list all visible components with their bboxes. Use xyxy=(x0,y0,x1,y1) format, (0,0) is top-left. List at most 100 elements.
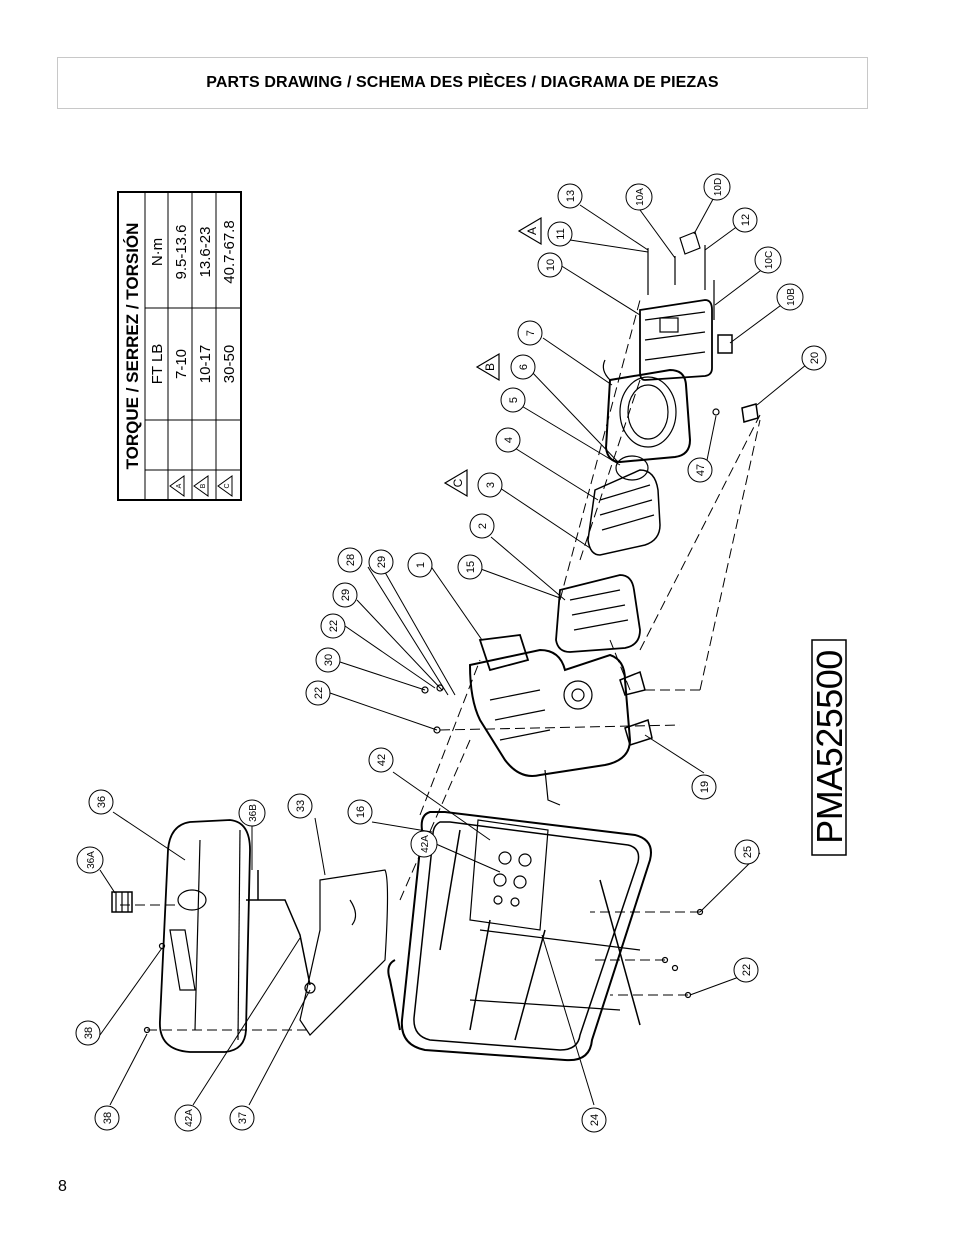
callout-33: 33 xyxy=(287,793,313,819)
callout-30: 30 xyxy=(315,647,341,673)
callout-2: 2 xyxy=(469,513,495,539)
callout-5: 5 xyxy=(500,387,526,413)
svg-text:10D: 10D xyxy=(713,178,724,196)
svg-text:A: A xyxy=(525,227,539,235)
torque-table: TORQUE / SERREZ / TORSIÓN N·m FT LB 9.5-… xyxy=(117,191,242,501)
callout-19: 19 xyxy=(691,774,717,800)
end-cover-illustration xyxy=(639,299,713,381)
svg-text:33: 33 xyxy=(295,800,307,812)
warning-triangle-icon: A xyxy=(517,216,542,246)
callout-10a: 10A xyxy=(625,183,653,211)
svg-text:29: 29 xyxy=(376,556,388,568)
svg-text:42A: 42A xyxy=(184,1109,195,1127)
svg-text:42A: 42A xyxy=(420,835,431,853)
svg-text:19: 19 xyxy=(699,781,711,793)
svg-text:47: 47 xyxy=(695,464,707,476)
callout-22-a: 22 xyxy=(305,680,331,706)
callout-16: 16 xyxy=(347,799,373,825)
callout-15: 15 xyxy=(457,554,483,580)
svg-text:12: 12 xyxy=(740,214,752,226)
rear-housing-illustration xyxy=(555,574,641,653)
callout-36b: 36B xyxy=(238,799,266,827)
torque-nm-c: 40.7-67.8 xyxy=(221,220,238,283)
torque-nm-a: 9.5-13.6 xyxy=(173,224,190,279)
callout-10c: 10C xyxy=(754,246,782,274)
stator-illustration xyxy=(602,359,692,464)
leader-lines xyxy=(99,189,813,1106)
svg-text:16: 16 xyxy=(355,806,367,818)
callouts: 1 2 3 4 5 6 7 10 10A 10B 10C 10D 11 12 1… xyxy=(75,173,827,1133)
torque-ftlb-a: 7-10 xyxy=(173,349,190,379)
callout-12: 12 xyxy=(732,207,758,233)
svg-text:13: 13 xyxy=(565,190,577,202)
callout-28: 28 xyxy=(337,547,363,573)
callout-3: 3 xyxy=(477,472,503,498)
torque-ftlb-b: 10-17 xyxy=(197,345,214,383)
callout-29-b: 29 xyxy=(332,582,358,608)
svg-text:42: 42 xyxy=(376,754,388,766)
control-panel-illustration xyxy=(469,819,549,931)
svg-text:36: 36 xyxy=(96,796,108,808)
callout-42a-b: 42A xyxy=(174,1104,202,1132)
svg-text:38: 38 xyxy=(102,1112,114,1124)
header-box: PARTS DRAWING / SCHEMA DES PIÈCES / DIAG… xyxy=(57,57,868,109)
callout-38-b: 38 xyxy=(94,1105,120,1131)
svg-text:10C: 10C xyxy=(764,251,775,269)
warning-triangle-icon: B xyxy=(193,475,209,497)
svg-text:36A: 36A xyxy=(86,851,97,869)
fuel-cap-illustration xyxy=(111,891,133,913)
callout-4: 4 xyxy=(495,427,521,453)
svg-text:10B: 10B xyxy=(786,288,797,306)
callout-25: 25 xyxy=(734,839,760,865)
svg-text:6: 6 xyxy=(518,364,530,370)
svg-text:29: 29 xyxy=(340,589,352,601)
warning-triangle-icon: B xyxy=(475,352,500,382)
callout-13: 13 xyxy=(557,183,583,209)
svg-text:C: C xyxy=(224,483,231,488)
callout-36: 36 xyxy=(88,789,114,815)
fuel-tank-illustration xyxy=(159,819,251,1053)
svg-text:1: 1 xyxy=(415,562,427,568)
rectifier-illustration xyxy=(679,231,701,255)
svg-text:B: B xyxy=(483,363,497,371)
page-number: 8 xyxy=(58,1178,67,1195)
torque-ftlb-c: 30-50 xyxy=(221,345,238,383)
brush-assembly-illustration xyxy=(717,334,733,354)
engine-illustration xyxy=(468,634,632,806)
callout-6: 6 xyxy=(510,354,536,380)
svg-text:36B: 36B xyxy=(248,804,259,822)
svg-text:10: 10 xyxy=(545,259,557,271)
svg-text:B: B xyxy=(200,483,207,488)
callout-37: 37 xyxy=(229,1105,255,1131)
svg-text:28: 28 xyxy=(345,554,357,566)
callout-42: 42 xyxy=(368,747,394,773)
svg-text:4: 4 xyxy=(503,437,515,443)
heat-shield-illustration xyxy=(299,869,389,1036)
svg-text:C: C xyxy=(451,478,465,487)
svg-text:22: 22 xyxy=(313,687,325,699)
callout-24: 24 xyxy=(581,1107,607,1133)
warning-triangle-icon: A xyxy=(169,475,185,497)
frame-illustration xyxy=(387,811,652,1062)
callout-22-c: 22 xyxy=(733,957,759,983)
svg-text:2: 2 xyxy=(477,523,489,529)
svg-text:30: 30 xyxy=(323,654,335,666)
callout-10d: 10D xyxy=(703,173,731,201)
callout-47: 47 xyxy=(687,457,713,483)
assembly-lines xyxy=(120,299,761,1031)
svg-text:15: 15 xyxy=(465,561,477,573)
callout-29-a: 29 xyxy=(368,549,394,575)
callout-20: 20 xyxy=(801,345,827,371)
callout-11: 11 xyxy=(547,221,573,247)
callout-10b: 10B xyxy=(776,283,804,311)
svg-text:24: 24 xyxy=(589,1114,601,1126)
model-number-box: PMA525500 xyxy=(809,639,850,856)
callout-36a: 36A xyxy=(76,846,104,874)
callout-42a-a: 42A xyxy=(410,830,438,858)
svg-text:37: 37 xyxy=(237,1112,249,1124)
svg-text:7: 7 xyxy=(525,330,537,336)
svg-text:3: 3 xyxy=(485,482,497,488)
svg-text:20: 20 xyxy=(809,352,821,364)
svg-text:5: 5 xyxy=(508,397,520,403)
